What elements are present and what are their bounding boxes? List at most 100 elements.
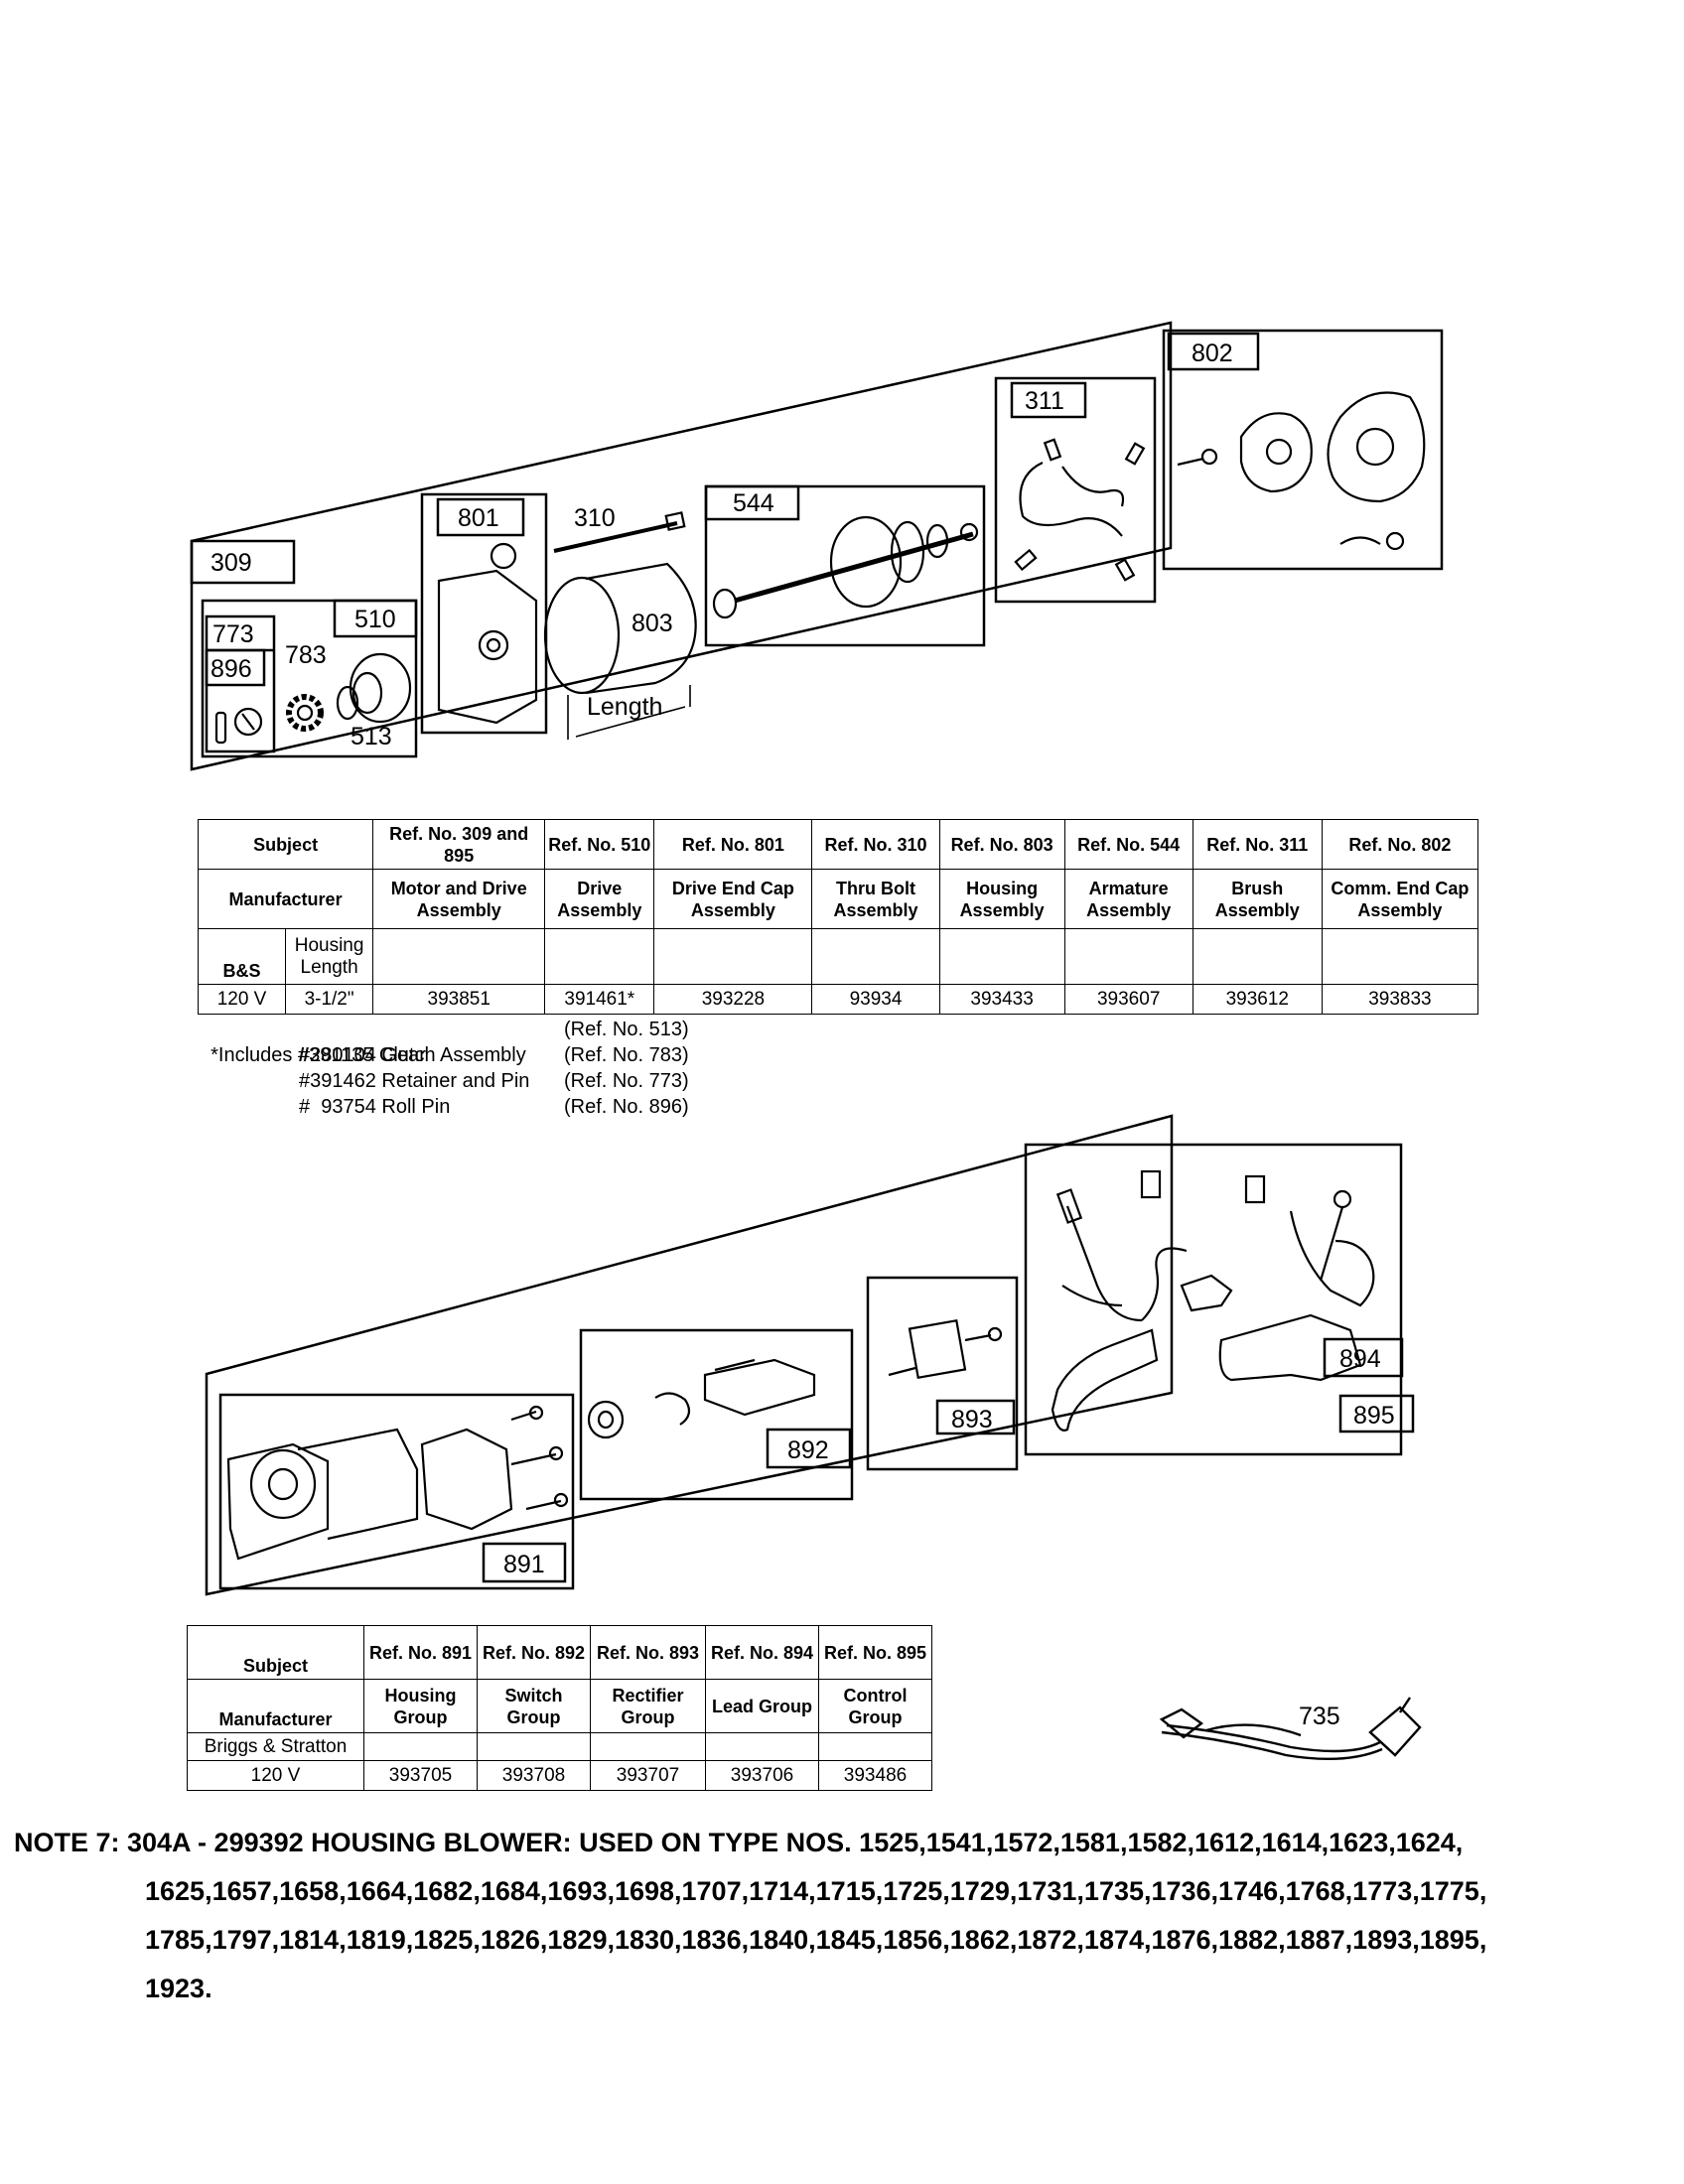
part-895: 393486 (818, 1760, 932, 1791)
label-box-309 (190, 539, 296, 585)
top-exploded-diagram: 309 773 896 783 510 513 801 310 803 544 … (190, 321, 1444, 771)
drive-end-plate-drawing (437, 569, 538, 725)
note-line-4: 1923. (145, 1974, 212, 2003)
manufacturer-header-2: Manufacturer (187, 1679, 364, 1733)
note-line-1: NOTE 7: 304A - 299392 HOUSING BLOWER: US… (14, 1828, 1464, 1857)
desc-801: Drive End Cap Assembly (653, 869, 813, 929)
label-510: 510 (354, 606, 396, 633)
assembly-309-outline (190, 321, 1173, 771)
bs-label: B&S (197, 928, 287, 985)
label-544: 544 (733, 489, 774, 517)
ref-header-803: Ref. No. 803 (938, 819, 1065, 870)
label-773: 773 (212, 620, 254, 648)
note-line-2: 1625,1657,1658,1664,1682,1684,1693,1698,… (145, 1876, 1487, 1906)
label-894: 894 (1339, 1345, 1381, 1373)
ref-header-310: Ref. No. 310 (811, 819, 940, 870)
label-801: 801 (458, 504, 499, 532)
blower-housing-drawing (226, 1428, 419, 1561)
thru-bolt-drawing (553, 521, 678, 553)
starter-parts-table: Subject Ref. No. 309 and 895 Ref. No. 51… (197, 819, 1479, 1015)
part-894: 393706 (705, 1760, 819, 1791)
housing-plate-drawing (420, 1428, 513, 1531)
desc-510: Drive Assembly (544, 869, 655, 929)
label-box-801 (436, 497, 525, 537)
footnote-line-4-ref: (Ref. No. 896) (564, 1096, 689, 1118)
label-513: 513 (351, 723, 392, 751)
footnote-line-1: *Includes #391135 Clutch Assembly (210, 1044, 526, 1066)
footnote-line-4: # 93754 Roll Pin (299, 1096, 451, 1118)
desc-309: Motor and Drive Assembly (372, 869, 546, 929)
label-895: 895 (1353, 1402, 1395, 1430)
drive-end-cap-box (420, 492, 548, 735)
desc-803: Housing Assembly (938, 869, 1065, 929)
footnote-line-3: #391462 Retainer and Pin (299, 1070, 530, 1092)
label-box-544 (704, 484, 800, 521)
desc-892: Switch Group (477, 1679, 591, 1733)
label-box-802 (1167, 332, 1260, 371)
switch-body-drawing (703, 1358, 816, 1417)
part-544: 393607 (1063, 984, 1193, 1015)
armature-shaft-drawing (734, 531, 974, 604)
label-box-894 (1323, 1337, 1404, 1378)
desc-891: Housing Group (363, 1679, 478, 1733)
voltage-cell: 120 V (197, 984, 287, 1015)
part-510: 391461* (544, 984, 655, 1015)
ref-header-893: Ref. No. 893 (590, 1625, 706, 1680)
retainer-drawing (233, 707, 263, 737)
part-310: 93934 (811, 984, 940, 1015)
manufacturer-header: Manufacturer (197, 869, 374, 929)
length-value-cell: 3-1/2" (285, 984, 374, 1015)
roll-pin-drawing (214, 711, 227, 745)
ref-header-311: Ref. No. 311 (1192, 819, 1323, 870)
drive-assembly-box (201, 599, 418, 758)
lead-group-box (1024, 1143, 1403, 1456)
label-311: 311 (1025, 387, 1064, 415)
lead-wires-drawing (1061, 1205, 1188, 1322)
comm-end-cap-box (1162, 329, 1444, 571)
ref-header-544: Ref. No. 544 (1063, 819, 1193, 870)
ref-header-892: Ref. No. 892 (477, 1625, 591, 1680)
footnote-line-1-ref: (Ref. No. 513) (564, 1019, 689, 1040)
label-box-891 (482, 1542, 567, 1583)
ref-header-895: Ref. No. 895 (818, 1625, 932, 1680)
bottom-exploded-diagram: 891 892 893 894 895 735 (205, 1114, 1422, 1761)
label-802: 802 (1192, 340, 1233, 367)
rectifier-group-box (866, 1276, 1019, 1471)
label-803: 803 (632, 610, 673, 637)
comm-end-cap-drawing (1327, 391, 1426, 503)
desc-802: Comm. End Cap Assembly (1321, 869, 1479, 929)
footnote-line-2: #280104 Gear (299, 1044, 426, 1066)
label-783: 783 (285, 641, 327, 669)
ref-header-309: Ref. No. 309 and 895 (372, 819, 546, 870)
desc-311: Brush Assembly (1192, 869, 1323, 929)
label-box-893 (935, 1399, 1016, 1435)
voltage-cell-2: 120 V (187, 1760, 364, 1791)
label-length: Length (587, 693, 662, 721)
footnote-line-3-ref: (Ref. No. 773) (564, 1070, 689, 1092)
subject-header: Subject (197, 819, 374, 870)
part-891: 393705 (363, 1760, 478, 1791)
ref-header-891: Ref. No. 891 (363, 1625, 478, 1680)
brush-wires-drawing (1019, 462, 1125, 537)
blower-parts-table: Subject Ref. No. 891 Ref. No. 892 Ref. N… (187, 1625, 932, 1791)
note-line-3: 1785,1797,1814,1819,1825,1826,1829,1830,… (145, 1925, 1487, 1955)
housing-group-box (218, 1393, 575, 1590)
label-891: 891 (503, 1551, 545, 1578)
ref-header-510: Ref. No. 510 (544, 819, 655, 870)
part-803: 393433 (938, 984, 1065, 1015)
part-309: 393851 (372, 984, 546, 1015)
rectifier-drawing (908, 1318, 967, 1380)
lead-cord-drawing (1161, 1723, 1383, 1761)
armature-box (704, 484, 986, 647)
ref-header-801: Ref. No. 801 (653, 819, 813, 870)
desc-894: Lead Group (705, 1679, 819, 1733)
gear-drawing (286, 694, 324, 732)
part-892: 393708 (477, 1760, 591, 1791)
ref-header-894: Ref. No. 894 (705, 1625, 819, 1680)
part-893: 393707 (590, 1760, 706, 1791)
subject-header-2: Subject (187, 1625, 364, 1680)
desc-310: Thru Bolt Assembly (811, 869, 940, 929)
switch-knob-drawing (587, 1400, 625, 1439)
part-801: 393228 (653, 984, 813, 1015)
label-box-895 (1338, 1394, 1415, 1433)
